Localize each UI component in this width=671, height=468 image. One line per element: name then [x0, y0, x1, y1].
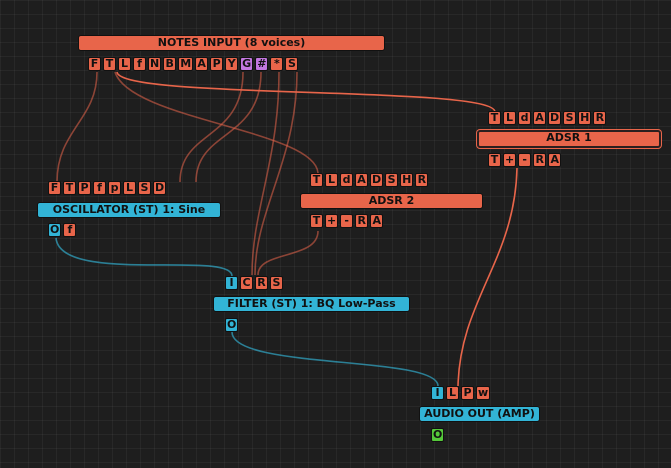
notes-out-port-pressure[interactable]: P	[210, 57, 224, 71]
cable-adsr2-to-filter-cutoff[interactable]	[257, 230, 319, 276]
oscillator-inputs: F T P f p L S D	[48, 181, 167, 195]
adsr1-out-port-trigger[interactable]: T	[488, 153, 501, 167]
adsr2-in-port-attack[interactable]: A	[355, 173, 368, 187]
osc-in-port-phase[interactable]: P	[78, 181, 91, 195]
adsr1-out-port-plus[interactable]: +	[503, 153, 517, 167]
oscillator-title-bar[interactable]: OSCILLATOR (ST) 1: Sine	[37, 202, 221, 218]
adsr2-out-port-minus[interactable]: -	[340, 214, 354, 228]
adsr1-in-port-delay[interactable]: d	[518, 111, 531, 125]
cable-osc-to-filter[interactable]	[55, 237, 233, 277]
audio-out-in-port-pan[interactable]: P	[461, 386, 474, 400]
adsr2-out-port-attack[interactable]: A	[370, 214, 384, 228]
adsr1-out-port-release[interactable]: R	[533, 153, 547, 167]
cable-notes-to-osc-pitch[interactable]	[179, 71, 244, 183]
adsr1-in-port-sustain[interactable]: S	[563, 111, 577, 125]
cable-notes-to-filter-cutoff-b[interactable]	[254, 71, 298, 276]
notes-out-port-trigger[interactable]: T	[103, 57, 116, 71]
osc-in-port-detune[interactable]: D	[153, 181, 167, 195]
cable-notes-to-adsr1-trigger[interactable]	[116, 71, 496, 113]
osc-in-port-frequency[interactable]: F	[48, 181, 61, 195]
adsr2-in-port-decay[interactable]: D	[370, 173, 384, 187]
adsr2-in-port-level[interactable]: L	[325, 173, 338, 187]
filter-in-port-resonance[interactable]: R	[255, 276, 268, 290]
notes-input-title-bar[interactable]: NOTES INPUT (8 voices)	[78, 35, 385, 51]
notes-out-port-mod[interactable]: M	[178, 57, 194, 71]
notes-out-port-level[interactable]: L	[118, 57, 131, 71]
adsr2-in-port-sustain[interactable]: S	[385, 173, 399, 187]
notes-out-port-aftertouch[interactable]: A	[195, 57, 209, 71]
cable-filter-to-audio-out[interactable]	[231, 331, 439, 387]
osc-in-port-fm[interactable]: f	[93, 181, 106, 195]
notes-out-port-y[interactable]: Y	[225, 57, 239, 71]
adsr1-in-port-level[interactable]: L	[503, 111, 516, 125]
audio-out-title-bar[interactable]: AUDIO OUT (AMP)	[419, 406, 540, 422]
adsr2-in-port-delay[interactable]: d	[340, 173, 353, 187]
adsr2-in-port-release[interactable]: R	[415, 173, 429, 187]
adsr1-in-port-decay[interactable]: D	[548, 111, 562, 125]
adsr2-in-port-trigger[interactable]: T	[310, 173, 323, 187]
osc-in-port-shape[interactable]: S	[138, 181, 151, 195]
oscillator-outputs: O f	[48, 223, 77, 237]
filter-title-bar[interactable]: FILTER (ST) 1: BQ Low-Pass	[213, 296, 410, 312]
audio-out-in-port-input[interactable]: I	[431, 386, 444, 400]
notes-out-port-bend[interactable]: B	[163, 57, 177, 71]
adsr1-in-port-hold[interactable]: H	[578, 111, 592, 125]
notes-out-port-f[interactable]: f	[133, 57, 146, 71]
adsr1-outputs: T + - R A	[488, 153, 562, 167]
notes-out-port-sharp[interactable]: #	[255, 57, 269, 71]
adsr1-out-port-attack[interactable]: A	[548, 153, 562, 167]
audio-out-inputs: I L P w	[431, 386, 491, 400]
cable-notes-to-osc-freq[interactable]	[56, 71, 98, 183]
adsr2-out-port-release[interactable]: R	[355, 214, 369, 228]
filter-outputs: O	[225, 318, 239, 332]
audio-out-in-port-w[interactable]: w	[476, 386, 491, 400]
adsr2-inputs: T L d A D S H R	[310, 173, 429, 187]
audio-out-in-port-level[interactable]: L	[446, 386, 459, 400]
audio-out-outputs: O	[431, 428, 445, 442]
adsr1-title-bar[interactable]: ADSR 1	[477, 130, 661, 148]
cable-notes-to-osc-level[interactable]	[195, 71, 262, 183]
osc-in-port-trigger[interactable]: T	[63, 181, 76, 195]
filter-inputs: I C R S	[225, 276, 283, 290]
adsr2-in-port-hold[interactable]: H	[400, 173, 414, 187]
notes-out-port-s[interactable]: S	[285, 57, 299, 71]
audio-out-out-port-output[interactable]: O	[431, 428, 445, 442]
adsr2-outputs: T + - R A	[310, 214, 384, 228]
adsr1-out-port-minus[interactable]: -	[518, 153, 532, 167]
filter-in-port-input[interactable]: I	[225, 276, 238, 290]
osc-in-port-level[interactable]: L	[123, 181, 136, 195]
cable-notes-to-adsr2-trigger[interactable]	[114, 71, 319, 174]
osc-out-port-f[interactable]: f	[63, 223, 77, 237]
adsr2-title-bar[interactable]: ADSR 2	[300, 193, 483, 209]
notes-out-port-frequency[interactable]: F	[88, 57, 101, 71]
notes-out-port-note[interactable]: N	[148, 57, 162, 71]
osc-in-port-pm[interactable]: p	[108, 181, 121, 195]
osc-out-port-output[interactable]: O	[48, 223, 62, 237]
cable-notes-to-filter-cutoff-a[interactable]	[251, 71, 280, 276]
notes-out-port-star[interactable]: *	[270, 57, 284, 71]
adsr1-in-port-attack[interactable]: A	[533, 111, 546, 125]
adsr1-in-port-release[interactable]: R	[593, 111, 607, 125]
adsr1-in-port-trigger[interactable]: T	[488, 111, 501, 125]
adsr1-inputs: T L d A D S H R	[488, 111, 607, 125]
adsr2-out-port-trigger[interactable]: T	[310, 214, 323, 228]
notes-input-outputs: F T L f N B M A P Y G # * S	[88, 57, 299, 71]
adsr2-out-port-plus[interactable]: +	[325, 214, 339, 228]
filter-in-port-cutoff[interactable]: C	[240, 276, 253, 290]
filter-out-port-output[interactable]: O	[225, 318, 239, 332]
filter-in-port-s[interactable]: S	[270, 276, 283, 290]
notes-out-port-g[interactable]: G	[240, 57, 254, 71]
